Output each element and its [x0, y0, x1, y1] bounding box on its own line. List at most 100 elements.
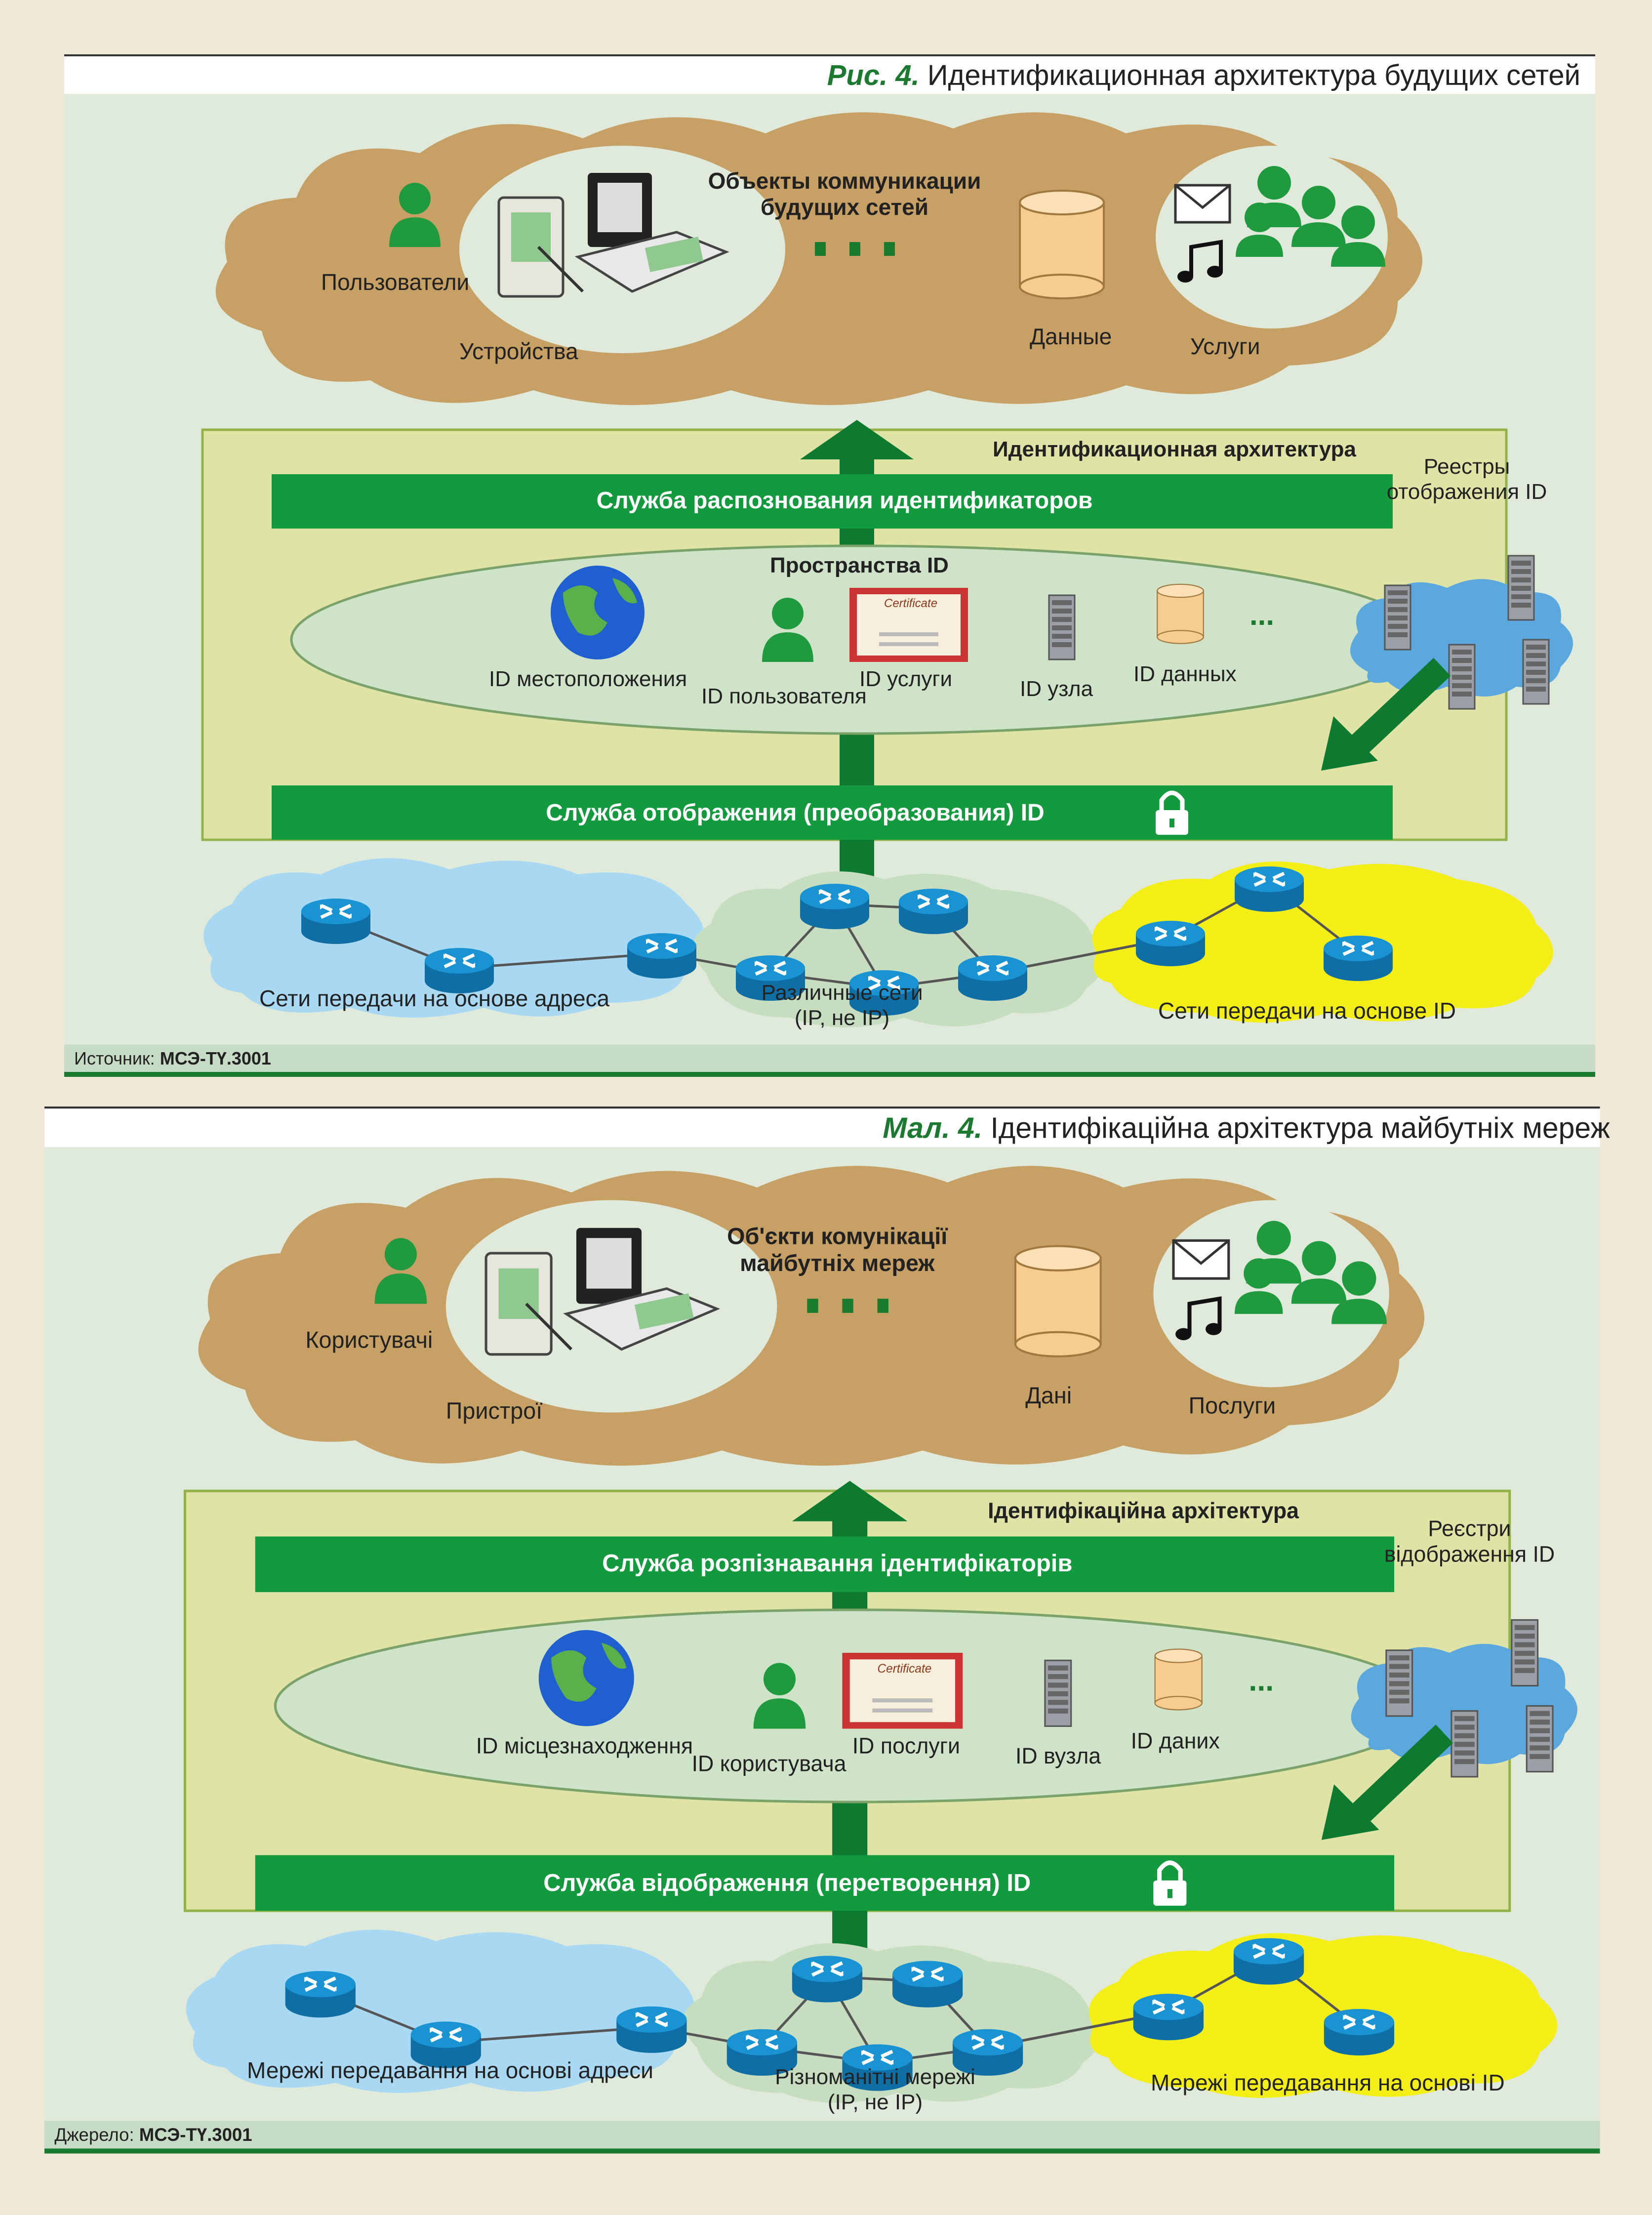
id-node-label: ID вузла [1015, 1744, 1101, 1769]
figure-label: Мал. 4. [883, 1111, 983, 1145]
architecture-title: Идентификационная архитектура [993, 437, 1356, 461]
data-icon [1015, 1246, 1101, 1356]
source-value: МСЭ-ТҮ.3001 [139, 2124, 252, 2145]
data-icon [1019, 190, 1105, 299]
diagram-canvas [64, 54, 1595, 1077]
source-strip [64, 1045, 1595, 1072]
source-line: Джерело: МСЭ-ТҮ.3001 [54, 2124, 252, 2145]
mapping-bar-bg [272, 785, 1393, 840]
globe-icon [551, 566, 645, 659]
registry-arrow-icon [1321, 657, 1451, 771]
certificate-text: Certificate [884, 597, 938, 610]
figure-title: Рис. 4. Идентификационная архитектура бу… [827, 59, 1580, 92]
figure-title: Мал. 4. Ідентифікаційна архітектура майб… [883, 1111, 1610, 1145]
router-icon [1136, 921, 1205, 966]
objects-title: Об'єкти комунікації майбутніх мереж [727, 1223, 948, 1276]
address-network-cloud [186, 1929, 694, 2093]
id-service-label: ID услуги [859, 667, 953, 691]
router-icon [301, 899, 370, 944]
figure-label: Рис. 4. [827, 59, 920, 91]
router-icon [285, 1971, 356, 2017]
node-id-icon [1044, 1659, 1072, 1727]
envelope-icon [1174, 184, 1231, 224]
id-network-label: Мережі передавання на основі ID [1151, 2070, 1505, 2095]
router-icon [958, 955, 1027, 1001]
address-network-label: Мережі передавання на основі адреси [247, 2057, 653, 2083]
recognition-bar-bg [255, 1536, 1395, 1593]
mapping-bar-label: Служба отображения (преобразования) ID [546, 800, 1045, 826]
address-network-cloud [203, 858, 704, 1018]
id-data-label: ID даних [1130, 1728, 1220, 1754]
recognition-bar-bg [272, 474, 1393, 529]
id-data-label: ID данных [1133, 662, 1237, 686]
router-icon [892, 1961, 963, 2008]
data-id-icon [1154, 1648, 1203, 1711]
id-user-label: ID пользователя [701, 684, 867, 708]
users-label: Пользователи [321, 269, 470, 295]
data-label: Дані [1025, 1382, 1072, 1409]
title-strip [64, 54, 1595, 94]
devices-icon [484, 1228, 721, 1356]
id-service-label: ID послуги [852, 1733, 961, 1759]
recognition-bar-label: Служба розпізнавання ідентифікаторів [602, 1550, 1073, 1577]
devices-icon [497, 173, 729, 298]
registries-label: Реестры отображения ID [1386, 454, 1547, 504]
source-label: Джерело: [54, 2124, 134, 2145]
lock-icon [1153, 1860, 1187, 1906]
id-network-cloud [1089, 1933, 1558, 2098]
mapping-bar-bg [255, 1855, 1395, 1911]
certificate-icon [842, 1652, 963, 1729]
figure-title-text: Ідентифікаційна архітектура майбутніх ме… [990, 1111, 1610, 1145]
node-id-icon [1048, 594, 1076, 660]
address-network-label: Сети передачи на основе адреса [259, 985, 610, 1011]
various-network-label: Різноманітні мережі (IP, не IP) [775, 2065, 975, 2114]
diagram-canvas [44, 1107, 1600, 2154]
recognition-bar-label: Служба распознования идентификаторов [596, 488, 1093, 514]
envelope-icon [1172, 1239, 1230, 1280]
source-value: МСЭ-ТҮ.3001 [160, 1048, 271, 1068]
router-icon [792, 1956, 862, 2002]
router-icon [1234, 1938, 1304, 1984]
router-icon [800, 884, 869, 929]
id-network-label: Сети передачи на основе ID [1158, 998, 1456, 1024]
music-note-icon [1177, 240, 1223, 283]
devices-label: Пристрої [445, 1397, 543, 1424]
figure-panel-russian: Рис. 4. Идентификационная архитектура бу… [64, 54, 1595, 1077]
various-network-label: Различные сети (IP, не IP) [761, 981, 923, 1030]
lock-icon [1156, 790, 1188, 835]
globe-icon [538, 1630, 634, 1726]
certificate-text: Certificate [877, 1662, 932, 1676]
router-icon [1235, 866, 1304, 912]
more-ids-label: ... [1249, 598, 1275, 631]
registry-arrow-icon [1321, 1724, 1453, 1840]
arrow-up-icon [792, 1480, 908, 1521]
services-label: Услуги [1190, 333, 1260, 359]
data-label: Данные [1030, 324, 1112, 349]
title-strip [44, 1107, 1600, 1147]
figure-title-text: Идентификационная архитектура будущих се… [927, 59, 1580, 91]
router-icon [899, 889, 968, 934]
more-ids-label: ... [1249, 1663, 1274, 1698]
router-icon [627, 933, 696, 979]
router-icon [1324, 2009, 1394, 2055]
router-icon [1133, 1994, 1204, 2040]
router-icon [616, 2007, 686, 2053]
router-icon [1324, 936, 1393, 981]
id-spaces-title: Пространства ID [770, 553, 949, 577]
id-node-label: ID узла [1020, 677, 1093, 701]
id-network-cloud [1092, 861, 1553, 1023]
ellipsis-icon [815, 242, 895, 256]
users-label: Користувачі [305, 1326, 433, 1353]
source-label: Источник: [74, 1048, 155, 1068]
certificate-icon [849, 588, 968, 662]
id-user-label: ID користувача [691, 1751, 846, 1776]
id-location-label: ID місцезнаходження [476, 1733, 693, 1759]
music-note-icon [1175, 1296, 1222, 1341]
devices-label: Устройства [459, 338, 578, 364]
group-users-icon [1236, 166, 1385, 267]
id-location-label: ID местоположения [489, 667, 687, 691]
source-line: Источник: МСЭ-ТҮ.3001 [74, 1048, 271, 1068]
mapping-bar-label: Служба відображення (перетворення) ID [543, 1870, 1031, 1897]
registries-label: Реєстри відображення ID [1384, 1516, 1555, 1567]
group-users-icon [1234, 1221, 1387, 1324]
